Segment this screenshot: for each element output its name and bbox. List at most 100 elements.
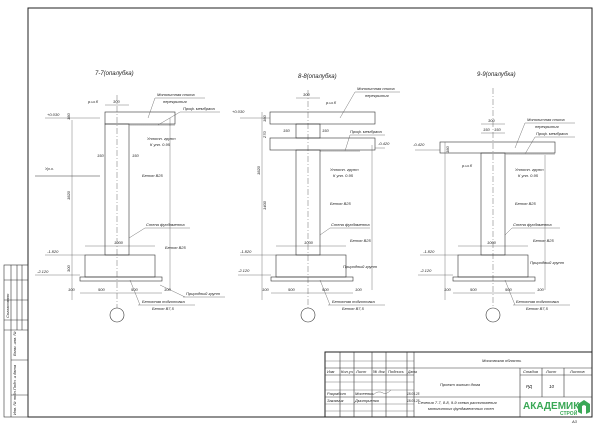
elev-top: -0.420	[413, 142, 425, 147]
stamp-sign-date: Подп. и дата	[12, 364, 17, 390]
dim-b1: 500	[288, 287, 295, 292]
elev-bot: -2.120	[420, 268, 432, 273]
signature	[372, 389, 392, 396]
elev-bot: -2.120	[37, 269, 49, 274]
label-slab-2: перекрытия	[365, 93, 389, 98]
dim-half-r: 150	[494, 127, 501, 132]
label-slab-2: перекрытия	[163, 99, 187, 104]
label-soil-2: К упл. 0.95	[150, 142, 171, 147]
hdr-sheet-no: Лист	[545, 369, 557, 374]
dim-b2: 500	[322, 287, 329, 292]
stamp-replace-inv: Взам. инв. №	[12, 331, 17, 356]
label-soil-2: К упл. 0.95	[333, 173, 354, 178]
floor-slab	[269, 111, 376, 125]
dim-h-wall: 1820	[66, 190, 71, 200]
dim-e2: 100	[164, 287, 171, 292]
label-found-wall: Стена фундамента	[331, 222, 370, 227]
dim-h-slab: 180	[445, 146, 450, 153]
label-soil: Уплотн. грунт	[330, 167, 359, 172]
label-membrane: Проф. мембрана	[350, 129, 382, 134]
region: Московская область	[482, 358, 521, 363]
label-concrete-found: Бетон В25	[533, 238, 555, 243]
hdr-qty: Кол.уч	[341, 369, 353, 374]
dim-wall: 300	[488, 118, 495, 123]
dim-b2: 500	[131, 287, 138, 292]
label-soil-2: К упл. 0.95	[518, 173, 539, 178]
label-soil: Уплотн. грунт	[515, 167, 544, 172]
logo-icon	[578, 400, 590, 414]
section-title: 8-8(опалубка)	[298, 74, 337, 80]
side-stamp: Согласовано Взам. инв. № Подп. и дата Ин…	[3, 264, 29, 418]
sheet-frame	[27, 7, 593, 418]
project-name: Проект жилого дома	[440, 382, 481, 387]
elev-top: +0.030	[47, 112, 60, 117]
sheet-title-2: монолитных фундаментных стен	[428, 406, 495, 411]
membrane	[129, 124, 175, 126]
section-title: 7-7(опалубка)	[95, 71, 134, 77]
role-customer: Заказчик	[327, 398, 345, 403]
dim-b1: 500	[98, 287, 105, 292]
label-prep: Бетонная подготовка	[142, 299, 185, 304]
elev-top: +0.030	[232, 109, 245, 114]
label-prep: Бетонная подготовка	[516, 299, 559, 304]
dim-wall: 300	[113, 99, 120, 104]
label-concrete-found: Бетон В25	[350, 238, 372, 243]
membrane	[320, 150, 360, 152]
label-concrete-wall: Бетон В25	[142, 173, 164, 178]
dim-half-r: 150	[322, 128, 329, 133]
hdr-sheet: Лист	[355, 369, 367, 374]
concrete-prep	[79, 276, 163, 282]
hdr-sign: Подпись	[388, 369, 404, 374]
elev-mid: -1.820	[47, 249, 59, 254]
dim-h-found: 300	[66, 265, 71, 272]
dim-h-wall: 1400	[262, 200, 267, 210]
concrete-prep	[452, 276, 536, 282]
dim-h-slab: 180	[66, 113, 71, 120]
label-found-wall: Стена фундамента	[146, 222, 185, 227]
hdr-change: Изм	[327, 369, 335, 374]
logo-subtext: СТРОЙ	[560, 409, 578, 417]
label-prep-2: Бетон В7,5	[342, 306, 365, 311]
sheet-number: 10	[549, 384, 555, 389]
name-customer: Дмитриенко	[354, 398, 380, 403]
rebar-label: р.ш.б	[87, 99, 99, 104]
dim-e1: 100	[68, 287, 75, 292]
elev-mid: -1.820	[423, 249, 435, 254]
logo-text: АКАДЕМИК	[523, 401, 580, 412]
stamp-inv-no: Инв. № подл.	[12, 390, 17, 415]
dim-e1: 100	[262, 287, 269, 292]
rebar-label: р.ш.б	[461, 163, 473, 168]
section-7-7: 7-7(опалубка) +0.030 Ур.з. -1.820 -2.120…	[35, 71, 225, 323]
dim-h-gap: 270	[262, 131, 267, 139]
dim-h-slab: 180	[262, 115, 267, 122]
label-prep: Бетонная подготовка	[332, 299, 375, 304]
label-membrane: Проф. мембрана	[183, 106, 215, 111]
axis-bubble	[300, 307, 316, 323]
floor-slab	[104, 111, 176, 125]
date-developer: 18.05.25	[407, 392, 420, 396]
hdr-date: Дата	[407, 370, 417, 374]
section-8-8: 8-8(опалубка) +0.030 -0.420 -1.820 -2.12…	[232, 74, 400, 323]
dim-found: 1000	[487, 240, 497, 245]
elev-slab2: -0.420	[378, 141, 390, 146]
label-membrane: Проф. мембрана	[536, 131, 568, 136]
floor-slab	[439, 141, 556, 154]
footing	[275, 254, 347, 278]
axis-bubble	[485, 307, 501, 323]
concrete-prep	[270, 276, 354, 282]
dim-e2: 100	[537, 287, 544, 292]
hdr-stage: Стадия	[523, 369, 539, 374]
label-natural-soil: Природный грунт	[530, 260, 565, 265]
label-prep-2: Бетон В7,5	[526, 306, 549, 311]
label-concrete-found: Бетон В25	[165, 245, 187, 250]
label-slab: Монолитная плита	[157, 92, 195, 97]
hdr-sheets: Листов	[569, 369, 585, 374]
stage: РД	[526, 384, 533, 389]
sheet-title: Сечения 7-7, 8-8, 9-9 схема расположения	[418, 400, 497, 405]
dim-e1: 100	[444, 287, 451, 292]
dim-e2: 100	[355, 287, 362, 292]
hdr-doc: № док	[373, 369, 386, 374]
label-concrete-wall: Бетон В25	[515, 201, 537, 206]
axis-bubble	[109, 307, 125, 323]
